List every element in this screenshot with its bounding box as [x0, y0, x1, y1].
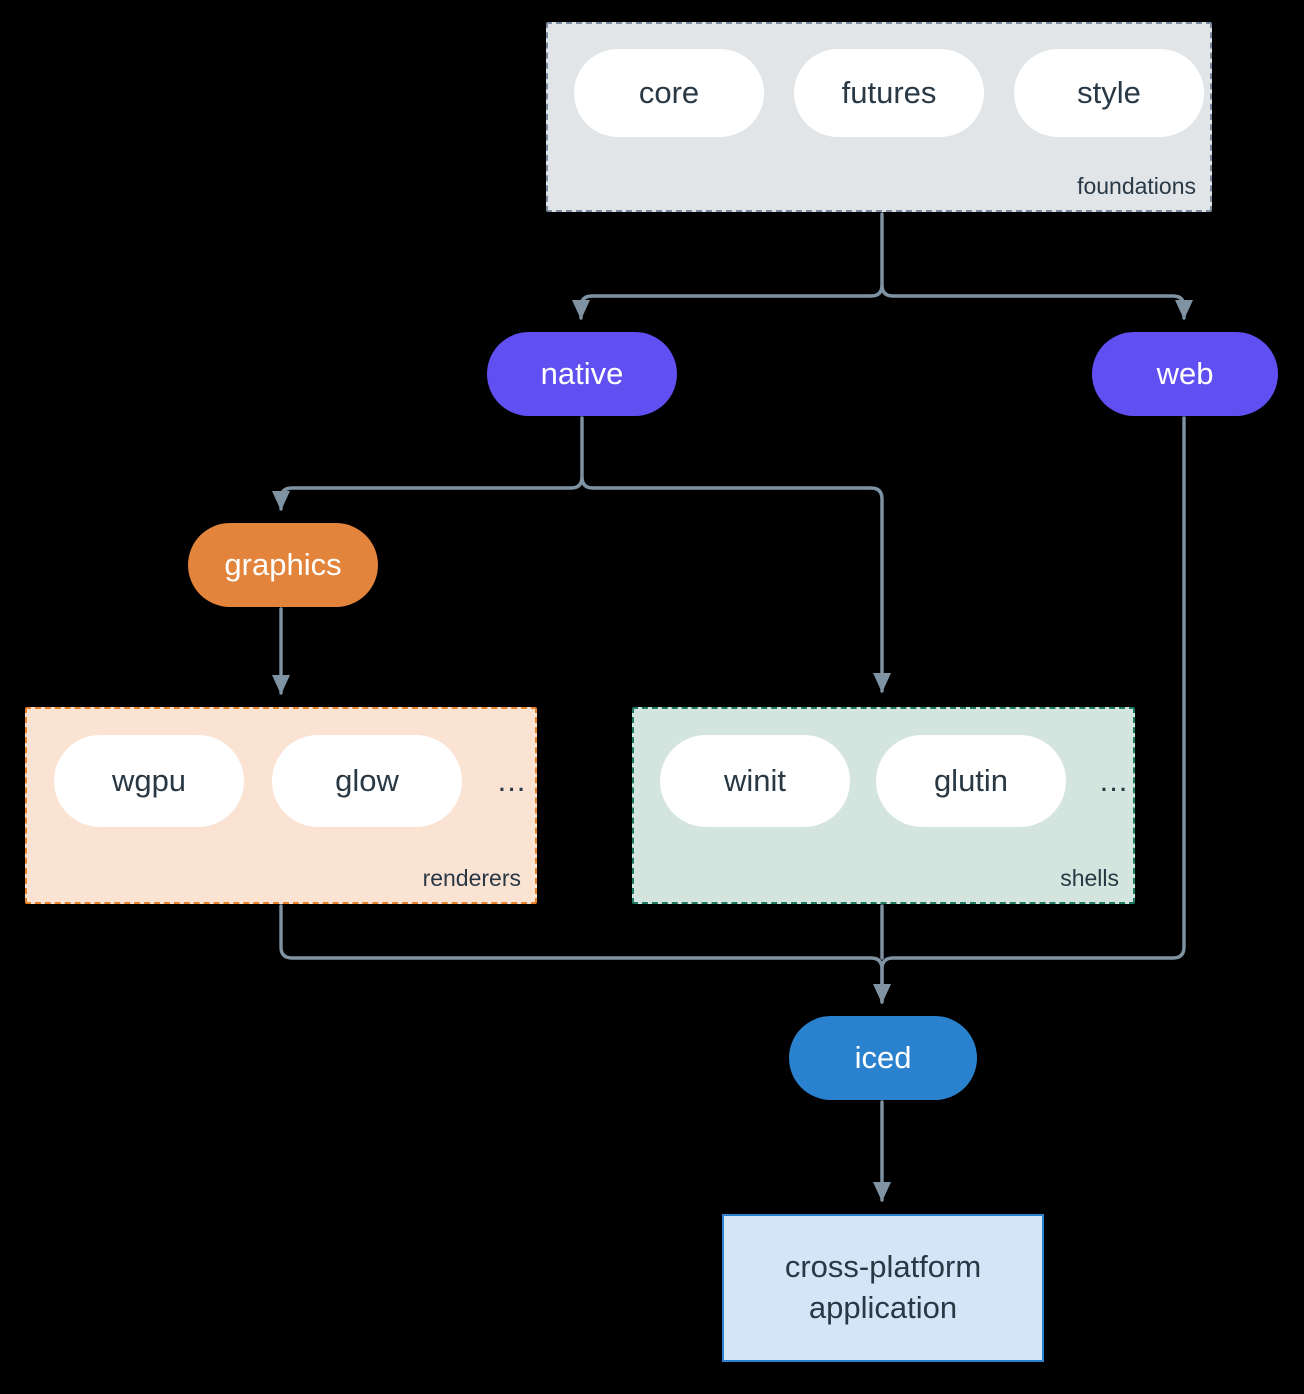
node-glutin[interactable]: glutin: [876, 735, 1066, 827]
renderers-node-row: wgpu glow ...: [54, 735, 534, 827]
edge-native-shells: [580, 475, 892, 693]
shells-node-row: winit glutin ...: [660, 735, 1136, 827]
node-iced[interactable]: iced: [789, 1016, 977, 1100]
node-core[interactable]: core: [574, 49, 764, 137]
foundations-node-row: core futures style: [574, 49, 1204, 137]
node-glow[interactable]: glow: [272, 735, 462, 827]
renderers-more-ellipsis: ...: [497, 763, 527, 798]
edge-foundations-web: [880, 283, 1194, 320]
shells-more-ellipsis: ...: [1099, 763, 1129, 798]
edge-foundations-native: [571, 212, 884, 320]
node-cross-platform-application[interactable]: cross-platform application: [722, 1214, 1044, 1362]
edge-native-graphics: [271, 416, 584, 511]
node-style[interactable]: style: [1014, 49, 1204, 137]
cluster-label-foundations: foundations: [1077, 173, 1196, 199]
cluster-foundations: core futures style foundations: [546, 22, 1212, 212]
node-futures[interactable]: futures: [794, 49, 984, 137]
node-graphics[interactable]: graphics: [188, 523, 378, 607]
cluster-label-renderers: renderers: [422, 865, 521, 891]
cluster-label-shells: shells: [1060, 865, 1119, 891]
edge-renderers-iced: [279, 904, 892, 1004]
cluster-renderers: wgpu glow ... renderers: [25, 707, 537, 904]
application-label-line1: cross-platform: [784, 1249, 982, 1285]
node-native[interactable]: native: [487, 332, 677, 416]
node-winit[interactable]: winit: [660, 735, 850, 827]
cluster-shells: winit glutin ... shells: [632, 707, 1135, 904]
node-wgpu[interactable]: wgpu: [54, 735, 244, 827]
node-web[interactable]: web: [1092, 332, 1278, 416]
application-label-line2: application: [808, 1290, 958, 1325]
